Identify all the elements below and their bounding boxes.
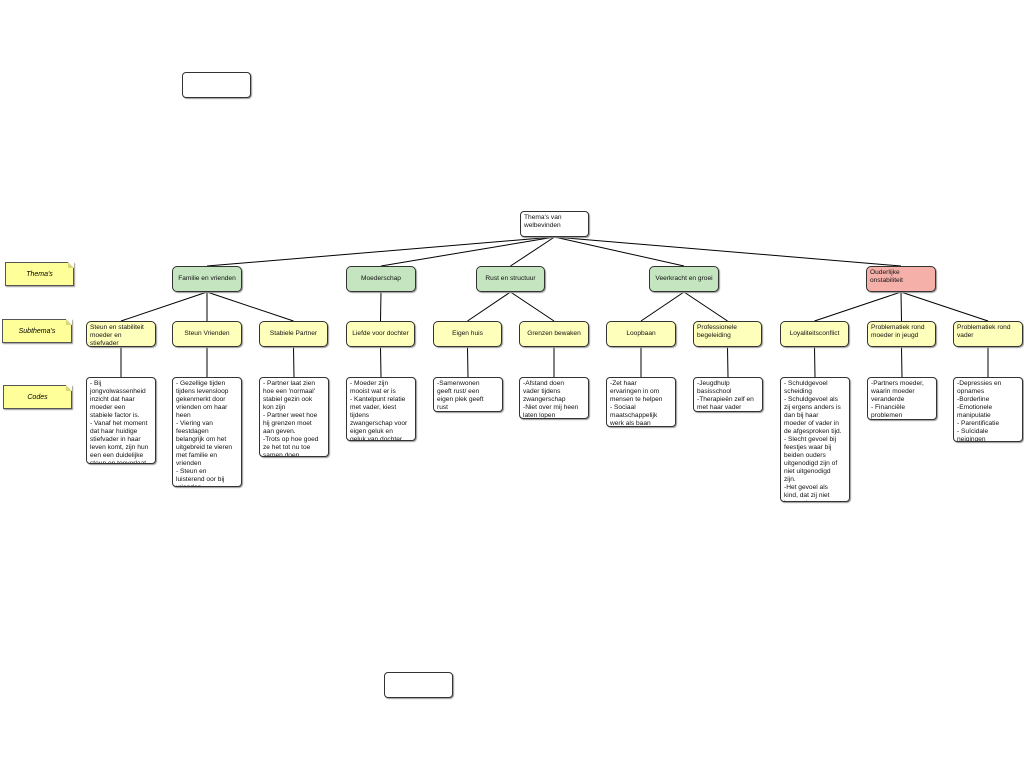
subtheme-code-connector (380, 346, 382, 378)
theme-node: Moederschap (346, 266, 416, 292)
code-node: -Depressies en opnames -Borderline -Emot… (953, 377, 1023, 442)
theme-node: Familie en vrienden (172, 266, 242, 292)
theme-subtheme-connector (206, 291, 294, 322)
theme-node: Veerkracht en groei (649, 266, 719, 292)
theme-label: Familie en vrienden (178, 274, 236, 282)
code-node: - Moeder zijn mooist wat er is - Kantelp… (346, 377, 416, 441)
root-theme-connector (554, 236, 902, 267)
subtheme-label: Liefde voor dochter (352, 329, 409, 337)
code-node: - Schuldgevoel scheiding - Schuldgevoel … (780, 377, 850, 502)
root-node: Thema's van welbevinden (520, 211, 589, 237)
subtheme-node: Loopbaan (606, 321, 676, 347)
subtheme-label: Steun Vrienden (184, 329, 230, 337)
subtheme-code-connector (293, 346, 295, 378)
subtheme-node: Eigen huis (433, 321, 502, 347)
theme-node: Ouderlijke onstabiliteit (866, 266, 936, 292)
subtheme-node: Problematiek rond vader (953, 321, 1023, 347)
code-node: - Bij jongvolwassenheid inzicht dat haar… (86, 377, 156, 464)
theme-subtheme-connector (380, 291, 382, 322)
subtheme-label: Eigen huis (452, 329, 483, 337)
subtheme-node: Steun en stabiliteit moeder en stiefvade… (86, 321, 156, 347)
code-node: -Zet haar ervaringen in om mensen te hel… (606, 377, 676, 427)
empty-box-top (182, 72, 251, 98)
subtheme-label: Stabiele Partner (269, 329, 318, 337)
code-node: -Partners moeder, waarin moeder verander… (867, 377, 937, 420)
root-theme-connector (206, 236, 555, 267)
subtheme-label: Problematiek rond vader (957, 324, 1011, 340)
root-theme-connector (554, 236, 685, 267)
theme-subtheme-connector (900, 291, 902, 322)
legend-codes-label: Codes (27, 393, 48, 401)
theme-label: Moederschap (361, 274, 401, 282)
subtheme-node: Professionele begeleiding (693, 321, 762, 347)
code-node: - Partner laat zien hoe een 'normaal' st… (259, 377, 329, 457)
subtheme-label: Loyaliteitsconflict (789, 329, 840, 337)
code-node: -Afstand doen vader tijdens zwangerschap… (519, 377, 589, 419)
code-node: - Gezellige tijden tijdens levensloop ge… (172, 377, 242, 487)
subtheme-node: Grenzen bewaken (519, 321, 589, 347)
theme-subtheme-connector (467, 291, 511, 322)
subtheme-code-connector (814, 346, 816, 378)
legend-subthemes: Subthema's (2, 319, 72, 343)
theme-subtheme-connector (510, 291, 555, 322)
subtheme-node: Loyaliteitsconflict (780, 321, 849, 347)
subtheme-code-connector (901, 346, 903, 378)
theme-subtheme-connector (900, 291, 989, 322)
theme-node: Rust en structuur (476, 266, 545, 292)
subtheme-node: Problematiek rond moeder in jeugd (867, 321, 936, 347)
theme-label: Veerkracht en groei (655, 274, 713, 282)
subtheme-label: Loopbaan (626, 329, 656, 337)
theme-subtheme-connector (814, 291, 902, 322)
subtheme-node: Liefde voor dochter (346, 321, 415, 347)
subtheme-label: Grenzen bewaken (527, 329, 581, 337)
root-theme-connector (510, 236, 555, 267)
theme-subtheme-connector (120, 291, 208, 322)
code-node: -Jeugdhulp basisschool -Therapieën zelf … (693, 377, 763, 412)
subtheme-node: Stabiele Partner (259, 321, 328, 347)
legend-themes: Thema's (5, 262, 74, 286)
legend-subthemes-label: Subthema's (18, 327, 56, 335)
legend-themes-label: Thema's (26, 270, 53, 278)
theme-subtheme-connector (683, 291, 728, 322)
subtheme-label: Professionele begeleiding (697, 324, 737, 340)
theme-subtheme-connector (640, 291, 685, 322)
legend-codes: Codes (3, 385, 72, 409)
subtheme-node: Steun Vrienden (172, 321, 242, 347)
subtheme-label: Problematiek rond moeder in jeugd (871, 324, 925, 340)
code-node: -Samenwonen geeft rust/ een eigen plek g… (433, 377, 503, 412)
subtheme-code-connector (467, 346, 469, 378)
subtheme-code-connector (727, 346, 729, 378)
root-theme-connector (380, 236, 555, 267)
theme-label: Rust en structuur (485, 274, 536, 282)
subtheme-label: Steun en stabiliteit moeder en stiefvade… (90, 324, 144, 347)
empty-box-bottom (384, 672, 453, 698)
theme-label: Ouderlijke onstabiliteit (870, 269, 903, 285)
